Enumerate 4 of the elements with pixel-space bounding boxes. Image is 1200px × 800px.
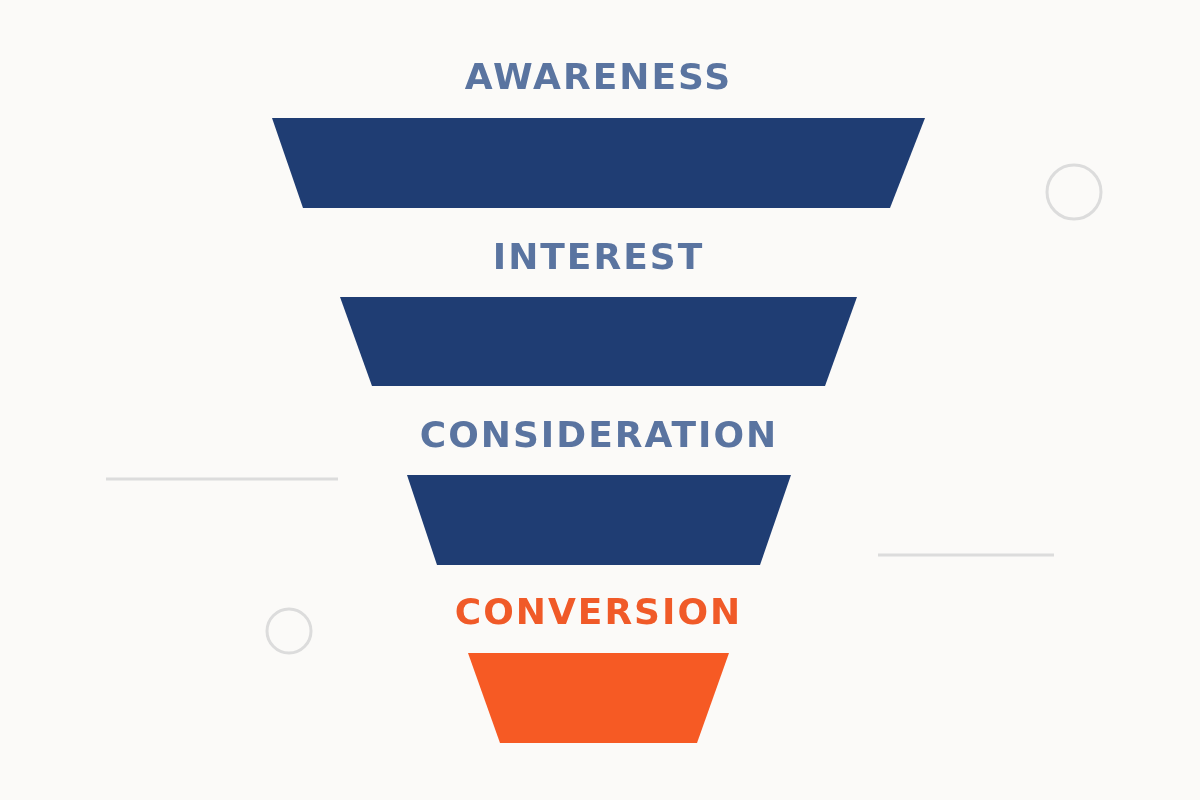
stage-label: CONSIDERATION: [419, 413, 779, 457]
stage-label: AWARENESS: [464, 55, 733, 99]
stage-label: INTEREST: [492, 235, 705, 279]
stage-label: CONVERSION: [454, 590, 743, 634]
